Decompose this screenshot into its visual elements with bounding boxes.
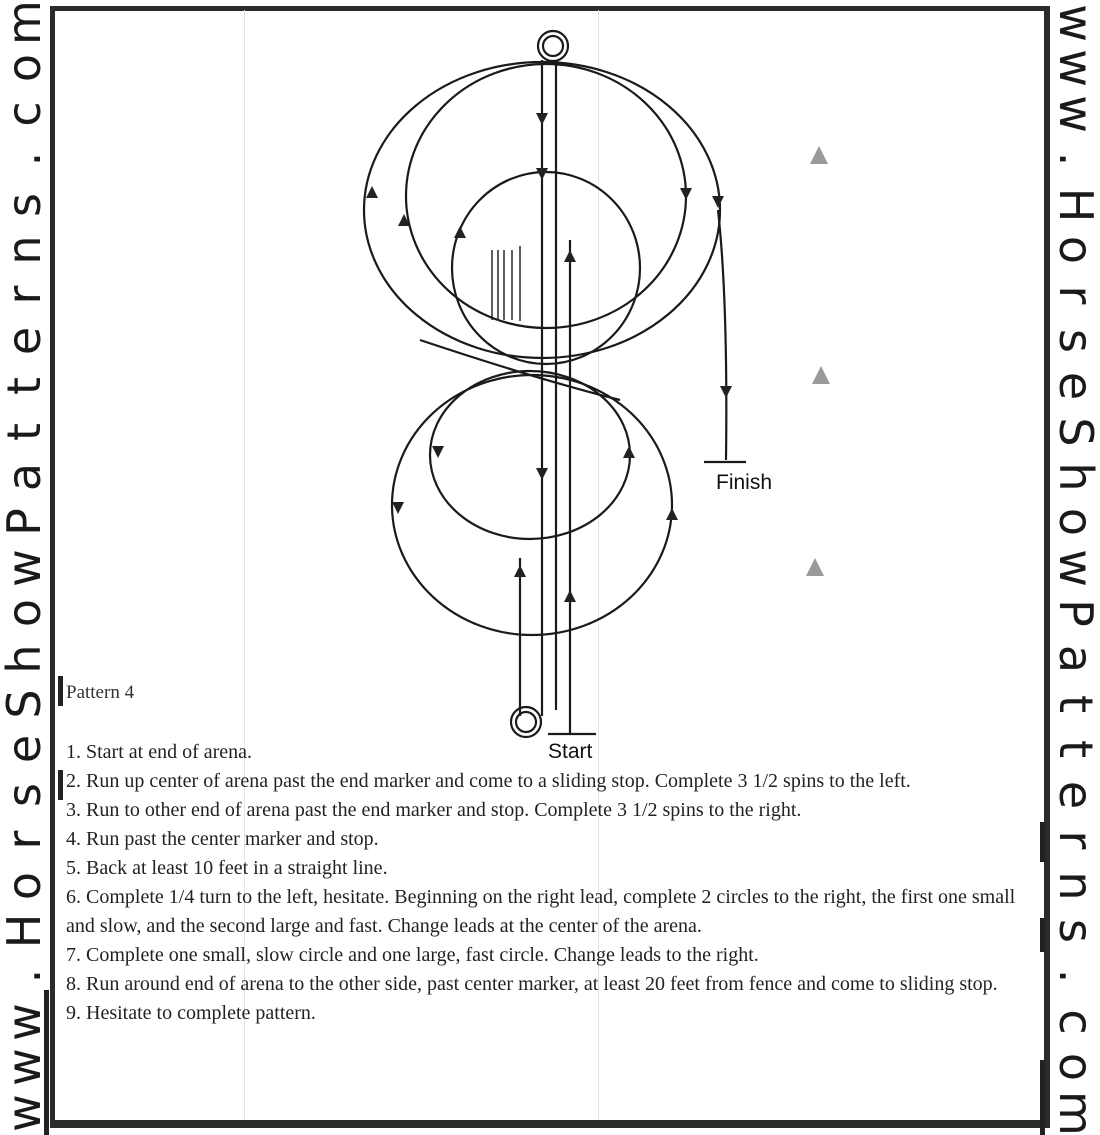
instruction-step: 9. Hesitate to complete pattern.: [66, 1002, 316, 1024]
fold-line: [244, 10, 245, 1120]
end-marker-top: [810, 146, 828, 164]
instruction-step: 2. Run up center of arena past the end m…: [66, 770, 911, 792]
pattern-frame: [50, 6, 1050, 1128]
instruction-step: 4. Run past the center marker and stop.: [66, 828, 379, 850]
instruction-step: 1. Start at end of arena.: [66, 741, 253, 763]
start-label: Start: [548, 740, 593, 763]
pattern-title: Pattern 4: [66, 682, 135, 703]
left-edge-mark: [44, 990, 49, 1135]
center-marker: [812, 366, 830, 384]
right-edge-mark: [1040, 918, 1045, 952]
backup-marks: [491, 246, 521, 321]
top-large-circle: [362, 60, 722, 360]
instruction-step: 7. Complete one small, slow circle and o…: [66, 944, 759, 966]
lead-change-path: [419, 338, 621, 402]
spin-circle-bottom-inner: [514, 710, 538, 734]
instruction-step: 5. Back at least 10 feet in a straight l…: [66, 857, 388, 879]
top-medium-circle: [404, 62, 688, 330]
end-marker-bottom: [806, 558, 824, 576]
bottom-small-circle: [428, 369, 632, 541]
spin-circle-top-inner: [541, 34, 565, 58]
instruction-step: 8. Run around end of arena to the other …: [66, 973, 998, 995]
left-edge-mark: [58, 770, 63, 800]
instruction-step: 3. Run to other end of arena past the en…: [66, 799, 802, 821]
finish-label: Finish: [716, 471, 773, 494]
bottom-large-circle: [390, 373, 674, 637]
instruction-step: 6. Complete 1/4 turn to the left, hesita…: [66, 886, 1016, 937]
spin-circle-top: [536, 29, 570, 63]
pattern-instructions: 1. Start at end of arena. 2. Run up cente…: [66, 738, 1046, 1028]
left-edge-mark: [58, 676, 63, 706]
finish-run: [716, 209, 728, 461]
top-small-circle: [450, 170, 642, 366]
right-edge-mark: [1040, 1060, 1045, 1135]
fold-line: [598, 10, 599, 1120]
spin-circle-bottom: [509, 705, 543, 739]
right-edge-mark: [1040, 822, 1045, 862]
direction-arrows: [366, 113, 732, 602]
